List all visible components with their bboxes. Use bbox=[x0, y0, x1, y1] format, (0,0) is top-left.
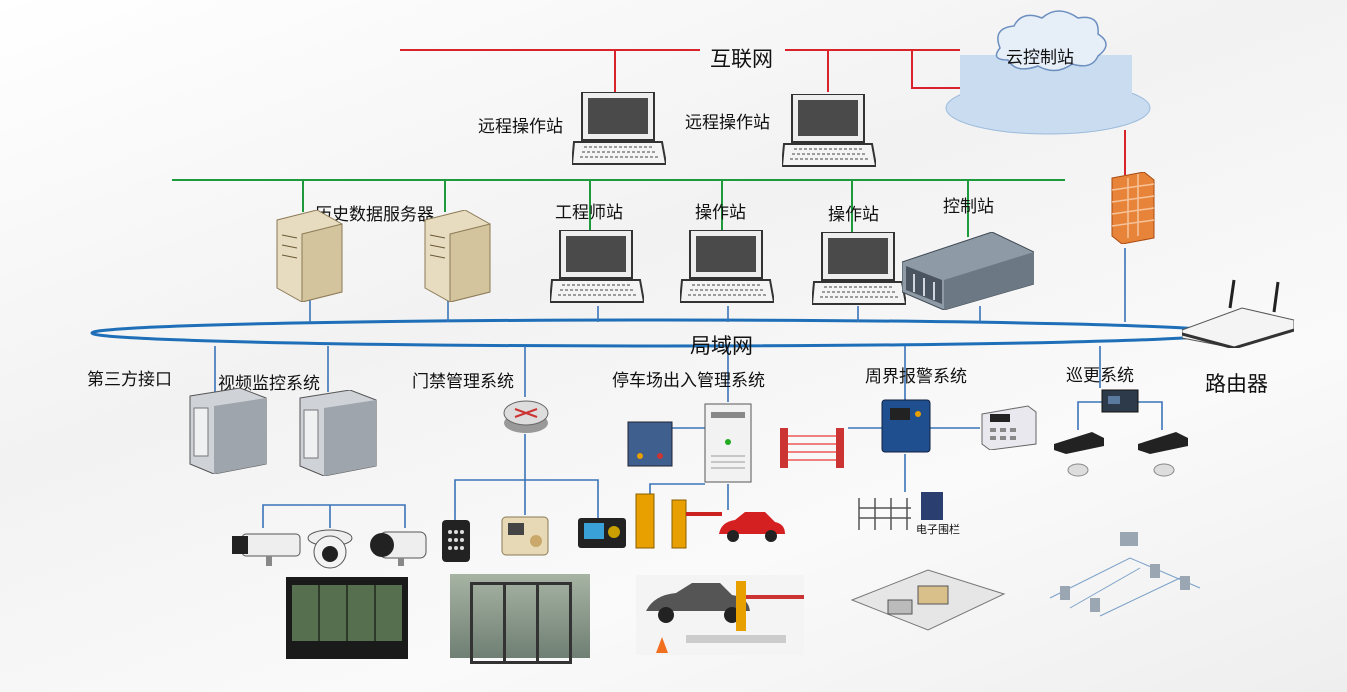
history-server-1-icon bbox=[276, 210, 343, 302]
device-links bbox=[214, 248, 1163, 528]
parking-lot-photo bbox=[636, 575, 804, 655]
patrol-system-label: 巡更系统 bbox=[1066, 366, 1134, 386]
door-access-photo bbox=[450, 574, 590, 664]
engineer-station-label: 工程师站 bbox=[555, 203, 623, 223]
router-label: 路由器 bbox=[1205, 372, 1268, 396]
infrared-beam-icon bbox=[780, 428, 844, 468]
bullet-camera-icon bbox=[232, 533, 301, 566]
alarm-keypad-icon bbox=[981, 405, 1037, 450]
operator-station-2-laptop-icon bbox=[812, 232, 906, 305]
control-network-bus bbox=[172, 179, 1065, 237]
router-icon bbox=[1182, 279, 1294, 348]
cloud-station-label: 云控制站 bbox=[1006, 48, 1074, 68]
parking-system-label: 停车场出入管理系统 bbox=[612, 371, 765, 391]
third-party-label: 第三方接口 bbox=[87, 370, 172, 390]
video-server-2-icon bbox=[299, 390, 377, 476]
fence-caption: 电子围栏 bbox=[916, 523, 960, 536]
lan-ring bbox=[90, 318, 1230, 348]
remote-station-2-laptop-icon bbox=[782, 94, 876, 167]
internet-label: 互联网 bbox=[710, 47, 773, 71]
patrol-wand-1-icon bbox=[1054, 432, 1104, 454]
parking-barrier-icon bbox=[635, 493, 722, 549]
operator-station-1-laptop-icon bbox=[680, 230, 774, 303]
keypad-reader-icon bbox=[442, 520, 470, 562]
operator-station-1-label: 操作站 bbox=[695, 203, 746, 223]
firewall-icon bbox=[1111, 172, 1155, 244]
remote-station-1-label: 远程操作站 bbox=[478, 117, 563, 137]
perimeter-site-illustration bbox=[850, 569, 1006, 631]
control-station-label: 控制站 bbox=[943, 197, 994, 217]
parking-server-icon bbox=[704, 403, 752, 483]
control-station-rack-icon bbox=[902, 232, 1034, 310]
history-server-label: 历史数据服务器 bbox=[315, 205, 434, 225]
access-switch-icon bbox=[503, 400, 549, 433]
dome-camera-icon bbox=[307, 529, 353, 569]
parking-controller-icon bbox=[627, 421, 673, 467]
face-terminal-icon bbox=[578, 518, 626, 548]
car-icon bbox=[719, 512, 785, 542]
alarm-host-icon bbox=[881, 399, 931, 453]
cloud-station bbox=[945, 10, 1151, 135]
engineer-station-laptop-icon bbox=[550, 230, 644, 303]
patrol-base-icon bbox=[1101, 389, 1139, 413]
box-camera-icon bbox=[370, 531, 427, 566]
internet-bus bbox=[400, 49, 1126, 175]
electronic-fence-icon bbox=[858, 492, 943, 530]
history-server-2-icon bbox=[424, 210, 491, 302]
patrol-network-illustration bbox=[1049, 532, 1201, 617]
video-wall-photo bbox=[286, 577, 408, 659]
operator-station-2-label: 操作站 bbox=[828, 205, 879, 225]
lan-label: 局域网 bbox=[690, 334, 753, 358]
remote-station-2-label: 远程操作站 bbox=[685, 113, 770, 133]
access-system-label: 门禁管理系统 bbox=[412, 372, 514, 392]
patrol-wand-2-icon bbox=[1138, 432, 1188, 454]
perimeter-system-label: 周界报警系统 bbox=[865, 367, 967, 387]
patrol-point-1-icon bbox=[1067, 463, 1089, 477]
patrol-point-2-icon bbox=[1153, 463, 1175, 477]
remote-station-1-laptop-icon bbox=[572, 92, 666, 165]
fingerprint-terminal-icon bbox=[501, 516, 549, 556]
video-server-1-icon bbox=[189, 388, 267, 474]
